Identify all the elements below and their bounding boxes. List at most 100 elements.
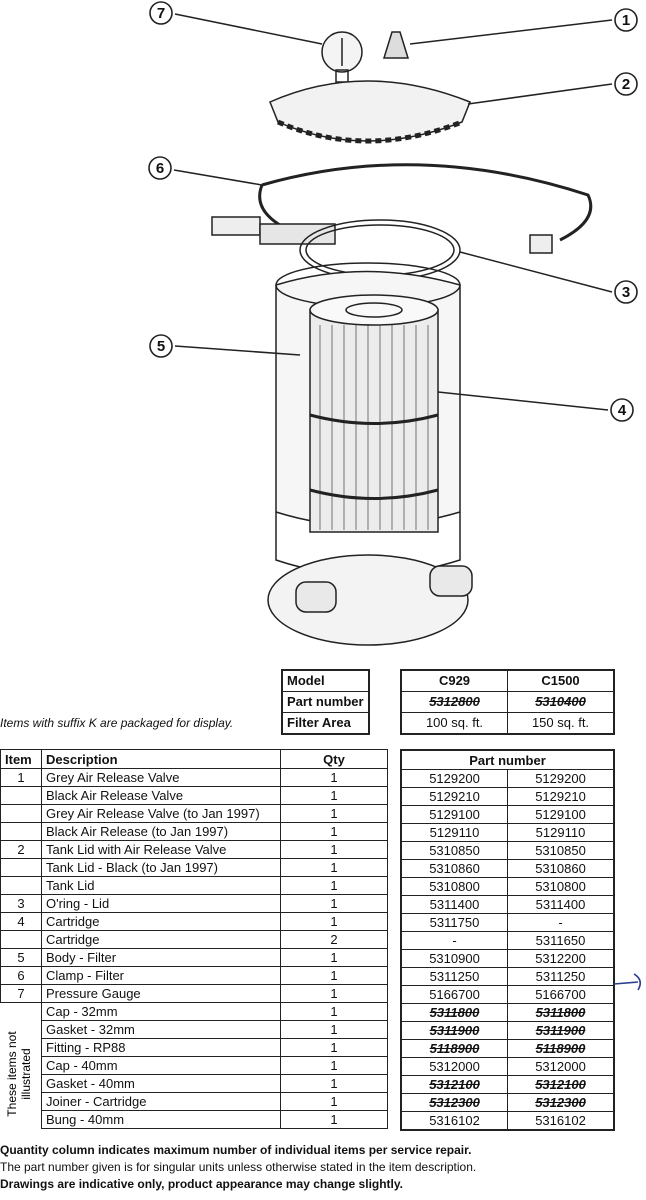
c929-part-cell: 5310860 xyxy=(400,859,508,878)
c929-part-cell: 5311250 xyxy=(400,967,508,986)
c929-part-cell: 5118900 xyxy=(400,1039,508,1058)
c1500-part-cell: 5312300 xyxy=(507,1093,615,1112)
item-cell: 6 xyxy=(0,966,42,985)
c1500-part-cell: 5311250 xyxy=(507,967,615,986)
callout-2-label: 2 xyxy=(622,76,630,93)
c929-part-cell: 5312000 xyxy=(400,1057,508,1076)
item-header: Item xyxy=(0,749,42,769)
qty-cell: 1 xyxy=(280,1092,388,1111)
qty-cell: 1 xyxy=(280,840,388,859)
qty-cell: 1 xyxy=(280,876,388,895)
callout-4-label: 4 xyxy=(618,402,627,419)
model-c1500: C1500 xyxy=(507,669,615,692)
item-cell xyxy=(0,858,42,877)
qty-cell: 1 xyxy=(280,822,388,841)
qty-cell: 1 xyxy=(280,768,388,787)
c929-part-cell: 5311800 xyxy=(400,1003,508,1022)
c929-part-cell: 5310900 xyxy=(400,949,508,968)
footer-notes: Quantity column indicates maximum number… xyxy=(0,1142,476,1193)
description-cell: Tank Lid xyxy=(41,876,281,895)
description-cell: Grey Air Release Valve (to Jan 1997) xyxy=(41,804,281,823)
table-row: Tank Lid - Black (to Jan 1997)1 xyxy=(0,858,388,877)
filter-area-c1500: 150 sq. ft. xyxy=(507,712,615,735)
qty-cell: 1 xyxy=(280,1002,388,1021)
c1500-part-cell: 5166700 xyxy=(507,985,615,1004)
qty-cell: 1 xyxy=(280,858,388,877)
c1500-part-cell: 5312000 xyxy=(507,1057,615,1076)
c1500-part-cell: 5311650 xyxy=(507,931,615,950)
item-cell xyxy=(0,822,42,841)
c929-part-cell: 5166700 xyxy=(400,985,508,1004)
c929-part-cell: 5311400 xyxy=(400,895,508,914)
description-cell: Joiner - Cartridge xyxy=(41,1092,281,1111)
c1500-part-cell: 5310800 xyxy=(507,877,615,896)
c1500-part-cell: 5129100 xyxy=(507,805,615,824)
qty-cell: 1 xyxy=(280,804,388,823)
qty-cell: 1 xyxy=(280,786,388,805)
item-cell: 3 xyxy=(0,894,42,913)
table-row: 5311750- xyxy=(400,913,615,932)
qty-cell: 1 xyxy=(280,894,388,913)
svg-text:illustrated: illustrated xyxy=(19,1048,33,1099)
suffix-note: Items with suffix K are packaged for dis… xyxy=(0,716,234,730)
description-header: Description xyxy=(41,749,281,769)
c929-part-cell: 5129210 xyxy=(400,787,508,806)
callout-4 xyxy=(610,398,634,422)
oring-drawing xyxy=(299,219,461,281)
filter-exploded-diagram: 1 2 3 4 5 6 7 xyxy=(148,1,638,646)
c1500-part-cell: 5311900 xyxy=(507,1021,615,1040)
c1500-part-cell: - xyxy=(507,913,615,932)
description-cell: Body - Filter xyxy=(41,948,281,967)
item-cell: 2 xyxy=(0,840,42,859)
table-row: -5311650 xyxy=(400,931,615,950)
filter-area-label: Filter Area xyxy=(281,712,370,735)
description-cell: Cartridge xyxy=(41,930,281,949)
model-label: Model xyxy=(281,669,370,692)
callout-1-label: 1 xyxy=(622,12,630,29)
footer-line-3: Drawings are indicative only, product ap… xyxy=(0,1177,404,1191)
c929-part-cell: - xyxy=(400,931,508,950)
model-part-c929: 5312800 xyxy=(400,691,508,713)
footer-line-1: Quantity column indicates maximum number… xyxy=(0,1143,472,1157)
description-cell: Tank Lid - Black (to Jan 1997) xyxy=(41,858,281,877)
callout-5-label: 5 xyxy=(157,338,165,355)
model-part-c1500: 5310400 xyxy=(507,691,615,713)
c929-part-cell: 5311900 xyxy=(400,1021,508,1040)
c929-part-cell: 5312300 xyxy=(400,1093,508,1112)
svg-text:These items not: These items not xyxy=(5,1031,19,1117)
description-cell: Cap - 40mm xyxy=(41,1056,281,1075)
c1500-part-cell: 5312200 xyxy=(507,949,615,968)
qty-cell: 1 xyxy=(280,984,388,1003)
item-cell: 1 xyxy=(0,768,42,787)
c929-part-cell: 5310850 xyxy=(400,841,508,860)
footer-line-2: The part number given is for singular un… xyxy=(0,1160,477,1174)
c929-part-cell: 5310800 xyxy=(400,877,508,896)
c1500-part-cell: 5129210 xyxy=(507,787,615,806)
not-illustrated-label: These items not illustrated xyxy=(5,1031,33,1117)
item-cell xyxy=(0,786,42,805)
description-cell: Bung - 40mm xyxy=(41,1110,281,1129)
